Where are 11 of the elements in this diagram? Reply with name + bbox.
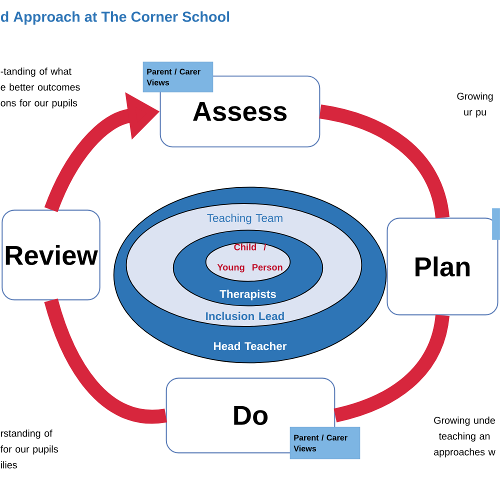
note-text: -tanding of what e better outcomes ons for our pupils (0, 68, 80, 108)
ellipse-ring: Child / Young Person (205, 242, 291, 282)
note-text: rstanding of for our pupils ilies (0, 430, 58, 468)
views-tag: Parent / Carer Views (142, 62, 214, 92)
stage-box: Review (2, 210, 100, 300)
title: d Approach at The Corner School (0, 11, 230, 25)
views-tag: Parent / Carer Views (290, 426, 360, 460)
stage-box: Plan (386, 218, 498, 316)
note-text: Growing unde teaching an approaches w (434, 416, 496, 458)
note-text: Growing ur pu (457, 92, 493, 118)
tag-sliver (492, 208, 500, 240)
